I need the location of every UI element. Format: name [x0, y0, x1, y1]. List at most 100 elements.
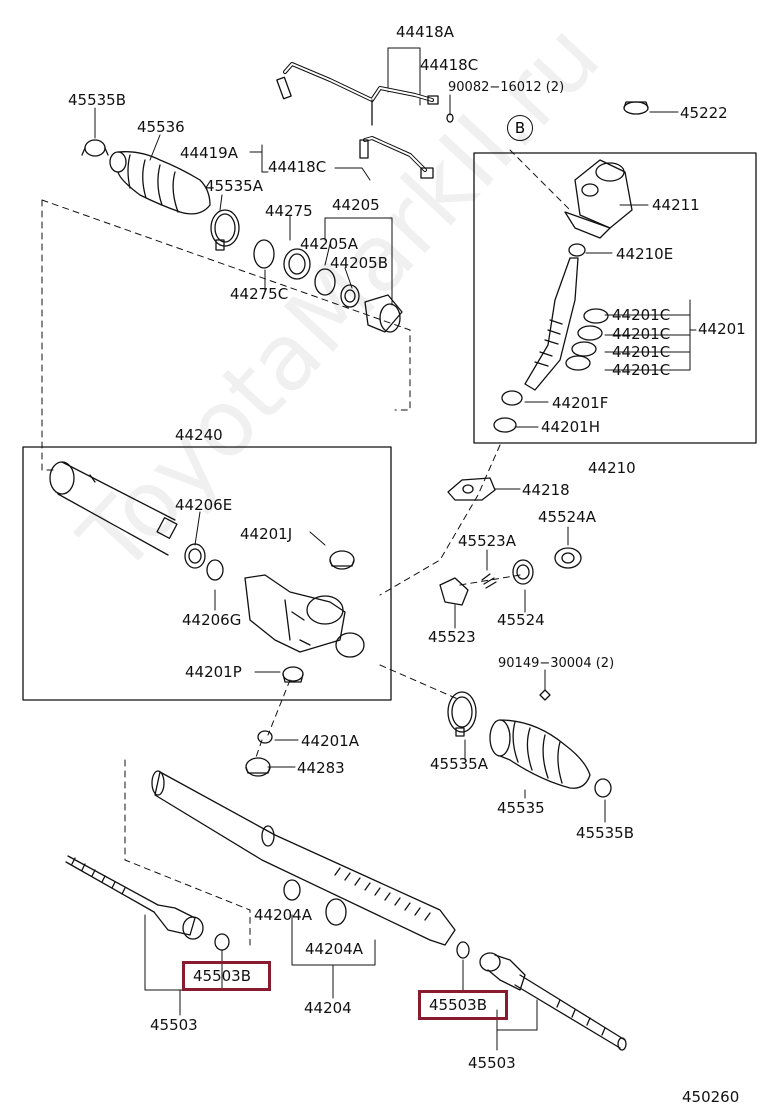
label-45523: 45523 [428, 628, 476, 646]
label-90082-16012: 90082−16012 (2) [448, 80, 565, 95]
label-45535: 45535 [497, 799, 545, 817]
seal-rings-44201C [565, 308, 609, 371]
bushing-44205 [364, 294, 403, 333]
tie-rod-right [479, 952, 627, 1051]
rack-guide-45523 [439, 577, 469, 606]
tie-rod-left [65, 855, 204, 940]
plug-44201P [282, 666, 304, 683]
leader-44204 [291, 914, 376, 999]
cap-45222 [623, 101, 649, 115]
dash-line-44283 [254, 739, 263, 761]
label-45535A-top: 45535A [205, 177, 263, 195]
clamp-45535A-top [210, 209, 240, 251]
gasket-44218 [447, 477, 496, 501]
spring-45523A [481, 573, 497, 589]
ring-44204A-2 [325, 898, 347, 926]
label-45524: 45524 [497, 611, 545, 629]
label-44210: 44210 [588, 459, 636, 477]
dash-line-44218 [379, 444, 501, 596]
label-44201P: 44201P [185, 663, 242, 681]
label-45503B-left: 45503B [193, 967, 252, 985]
leader-44205A [324, 243, 331, 266]
label-90149-30004: 90149−30004 (2) [498, 656, 615, 671]
reference-circle-b: B [507, 115, 533, 141]
leader-44419A [249, 144, 269, 173]
dash-line-boot [379, 664, 461, 701]
seal-44210E [568, 243, 586, 257]
label-45535B-top: 45535B [68, 91, 127, 109]
label-44275C: 44275C [230, 285, 289, 303]
label-44201C-4: 44201C [612, 361, 671, 379]
dash-line-pinion [509, 149, 571, 211]
label-44418C-top: 44418C [420, 56, 479, 74]
label-44275: 44275 [265, 202, 313, 220]
ring-44204A-1 [283, 879, 301, 901]
locknut-44283 [245, 757, 271, 777]
bearing-44201F [501, 390, 523, 406]
label-44201C-2: 44201C [612, 325, 671, 343]
highlight-45503B-right [418, 990, 508, 1020]
bolt-90082 [446, 113, 454, 123]
label-44206E: 44206E [175, 496, 233, 514]
label-45503-right: 45503 [468, 1054, 516, 1072]
diagram-number: 450260 [682, 1088, 740, 1106]
boot-45535 [489, 719, 591, 789]
label-44201H: 44201H [541, 418, 600, 436]
label-44218: 44218 [522, 481, 570, 499]
label-44201: 44201 [698, 320, 746, 338]
boot-45536 [109, 151, 211, 215]
spring-cap-45524 [512, 559, 534, 585]
label-44240: 44240 [175, 426, 223, 444]
leader-45503-right [496, 999, 538, 1051]
label-44201J: 44201J [240, 525, 293, 543]
label-44418C-mid: 44418C [268, 158, 327, 176]
label-44201A: 44201A [301, 732, 359, 750]
seal-44206G [206, 559, 224, 581]
label-44204: 44204 [304, 999, 352, 1017]
tube-44418A [276, 62, 439, 126]
dash-line-44201p [267, 679, 291, 736]
label-45503-left: 45503 [150, 1016, 198, 1034]
leader-45535A-top [219, 194, 223, 211]
leader-44206E [194, 511, 201, 546]
bushing-44206E [184, 543, 206, 569]
label-45535A-bot: 45535A [430, 755, 488, 773]
washer-45503B-right [456, 941, 470, 959]
label-44211: 44211 [652, 196, 700, 214]
bolt-90149 [539, 689, 551, 701]
ring-44205A [314, 268, 336, 296]
leader-44418C-mid [334, 167, 371, 181]
bushing-44205B [340, 284, 360, 308]
label-44283: 44283 [297, 759, 345, 777]
bushing-44201J [329, 550, 355, 570]
leader-44201J [309, 531, 326, 546]
locknut-45524A [554, 547, 582, 569]
label-44201C-3: 44201C [612, 343, 671, 361]
label-44418A: 44418A [396, 23, 454, 41]
label-45536: 45536 [137, 118, 185, 136]
label-44201C-1: 44201C [612, 306, 671, 324]
label-44206G: 44206G [182, 611, 242, 629]
seal-44201A [257, 730, 273, 744]
label-44205B: 44205B [330, 254, 389, 272]
label-45524A: 45524A [538, 508, 596, 526]
highlight-45503B-left [182, 961, 271, 991]
clamp-45535A-bot [447, 691, 477, 737]
leader-44205 [324, 217, 393, 306]
washer-45503B-left [214, 933, 230, 951]
leader-44201C [604, 299, 697, 371]
label-44205A: 44205A [300, 235, 358, 253]
clamp-45535B-top [81, 139, 109, 157]
valve-housing-44211 [564, 159, 633, 239]
gear-housing [244, 574, 365, 658]
bushing-44275 [283, 248, 311, 280]
label-44204A-1: 44204A [254, 906, 312, 924]
label-44205: 44205 [332, 196, 380, 214]
clamp-45535B-bot [594, 778, 612, 798]
label-44419A: 44419A [180, 144, 238, 162]
dash-line-rack [124, 759, 251, 946]
label-44204A-2: 44204A [305, 940, 363, 958]
label-45503B-right: 45503B [429, 996, 488, 1014]
label-44210E: 44210E [616, 245, 674, 263]
pinion-shaft [524, 257, 579, 391]
